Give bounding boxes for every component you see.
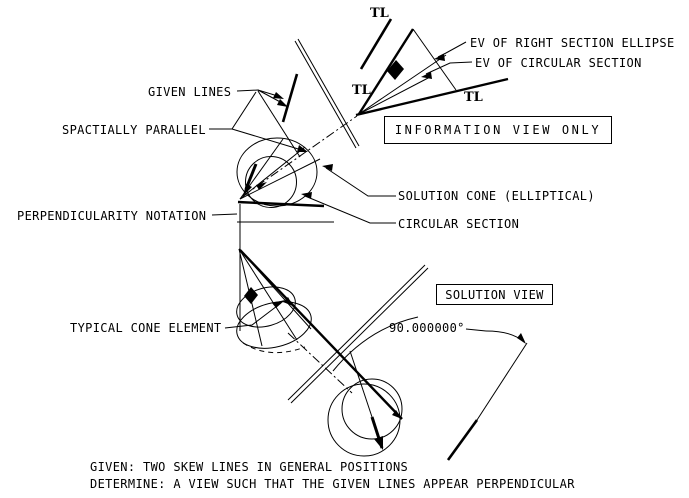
angle-dimension-value: 90.000000° [389,321,465,335]
solution-view-title: SOLUTION VIEW [445,287,544,302]
fold-line-upper [294,38,360,149]
label-given-lines: GIVEN LINES [148,85,232,99]
tl-marker-right: TL [464,90,483,105]
solution-cone-front-view [236,73,325,208]
information-view-cone-edge-view [355,28,509,117]
label-solution-cone: SOLUTION CONE (ELLIPTICAL) [398,189,595,203]
solution-view-circles [327,316,419,457]
leader-perpendicularity [211,213,238,216]
label-typical-cone-element: TYPICAL CONE ELEMENT [70,321,222,335]
cone-axis-centerline [242,115,358,197]
tl-marker-top: TL [370,6,389,21]
axis-centerline-lower [287,332,353,394]
label-circular-section: CIRCULAR SECTION [398,217,520,231]
given-line-front-view [281,73,299,123]
perpendicularity-cross [237,204,334,249]
leader-typical-cone-element [224,300,285,329]
leader-circular-section [301,192,396,224]
angle-dimension [446,328,528,461]
note-determine: DETERMINE: A VIEW SUCH THAT THE GIVEN LI… [90,477,575,491]
leader-solution-cone [322,164,396,197]
leader-given-lines [236,89,288,107]
label-ev-circular-section: EV OF CIRCULAR SECTION [475,56,642,70]
given-line-through-cone [239,249,403,420]
solution-cone-side-view [236,248,312,354]
note-given: GIVEN: TWO SKEW LINES IN GENERAL POSITIO… [90,460,409,474]
given-line-true-length [359,18,393,70]
leader-ev-right-section [434,41,467,61]
label-perpendicularity-notation: PERPENDICULARITY NOTATION [17,209,207,223]
information-view-title: INFORMATION VIEW ONLY [394,123,602,137]
label-ev-right-section-ellipse: EV OF RIGHT SECTION ELLIPSE [470,36,675,50]
information-view-title-box: INFORMATION VIEW ONLY [384,116,612,144]
leader-spatially-parallel [209,91,308,152]
label-spatially-parallel: SPACTIALLY PARALLEL [62,123,206,137]
leader-ev-circular-section [421,61,473,79]
right-angle-mark-upper [387,60,404,80]
fold-line-lower [287,264,429,404]
right-angle-mark-lower [244,287,258,304]
solution-view-title-box: SOLUTION VIEW [436,284,553,305]
tl-marker-left: TL [352,83,371,98]
